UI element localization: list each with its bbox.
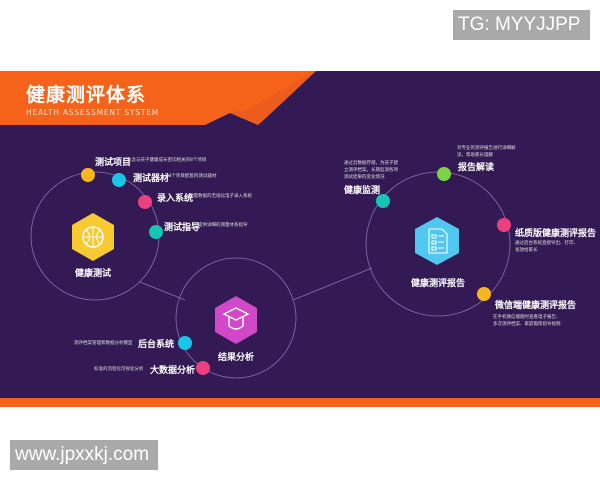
dot-monitoring — [376, 194, 390, 208]
item-title: 后台系统 — [138, 340, 175, 350]
dot-wechat-report — [477, 287, 491, 301]
item-title: 健康监测 — [344, 186, 381, 196]
item-desc: 与8个项目配套的测试器材 — [164, 174, 217, 179]
report-hexagon — [415, 217, 459, 265]
item-desc: 测量数据的无纸化电子录入系统 — [189, 194, 252, 199]
item-title: 纸质版健康测评报告 — [515, 229, 597, 239]
dot-backend — [178, 336, 192, 350]
page-title: 健康测评体系 — [26, 84, 147, 106]
watermark-bottom: www.jpxxkj.com — [10, 440, 158, 470]
item-desc: 通过后台系统直接导出、打印、发放给家长 — [515, 241, 578, 253]
item-title: 测试项目 — [95, 158, 132, 168]
report-document-icon — [428, 228, 448, 254]
item-title: 报告解读 — [458, 163, 495, 173]
dot-equipment — [112, 173, 126, 187]
item-title: 大数据分析 — [150, 366, 196, 376]
basketball-lines — [83, 227, 103, 247]
dot-test-items — [81, 168, 95, 182]
connector-left — [139, 281, 186, 301]
item-desc: 在手机微信端随时查看电子报告、多次测评档案、家庭锻炼指导视频 — [493, 315, 561, 327]
item-desc: 对专业的测评报告进行详细解读，帮助家长理解 — [457, 146, 516, 158]
right-label: 健康测评报告 — [410, 279, 466, 289]
banner-fold — [230, 71, 316, 125]
dot-input-system — [138, 195, 152, 209]
center-ring — [175, 257, 297, 379]
item-title: 测试指导 — [164, 223, 201, 233]
item-desc: 提供详细的测量体系指导 — [198, 223, 248, 228]
item-title: 测试器材 — [133, 174, 170, 184]
item-desc: 包含与孩子健康成长密切相关的8个项目 — [127, 158, 207, 163]
item-desc: 标准的流程化可视化分析 — [94, 367, 144, 372]
bottom-orange-strip — [0, 398, 600, 407]
item-desc: 测评档案管理和数据分析模型 — [74, 341, 133, 346]
center-label: 结果分析 — [217, 353, 255, 363]
dot-paper-report — [497, 218, 511, 232]
item-desc: 通过云数据存储，为孩子建立测评档案，长期监测各项测试结果的变化情况 — [344, 161, 398, 180]
item-title: 微信端健康测评报告 — [495, 301, 577, 311]
dot-guidance — [149, 225, 163, 239]
left-label: 健康测试 — [74, 269, 112, 279]
item-title: 录入系统 — [157, 194, 194, 204]
dot-bigdata — [196, 361, 210, 375]
watermark-top: TG: MYYJJPP — [453, 10, 590, 40]
connector-right — [292, 267, 373, 301]
dot-interpretation — [437, 167, 451, 181]
page-subtitle: HEALTH ASSESSMENT SYSTEM — [26, 108, 160, 117]
graduation-cap-icon — [222, 307, 250, 330]
